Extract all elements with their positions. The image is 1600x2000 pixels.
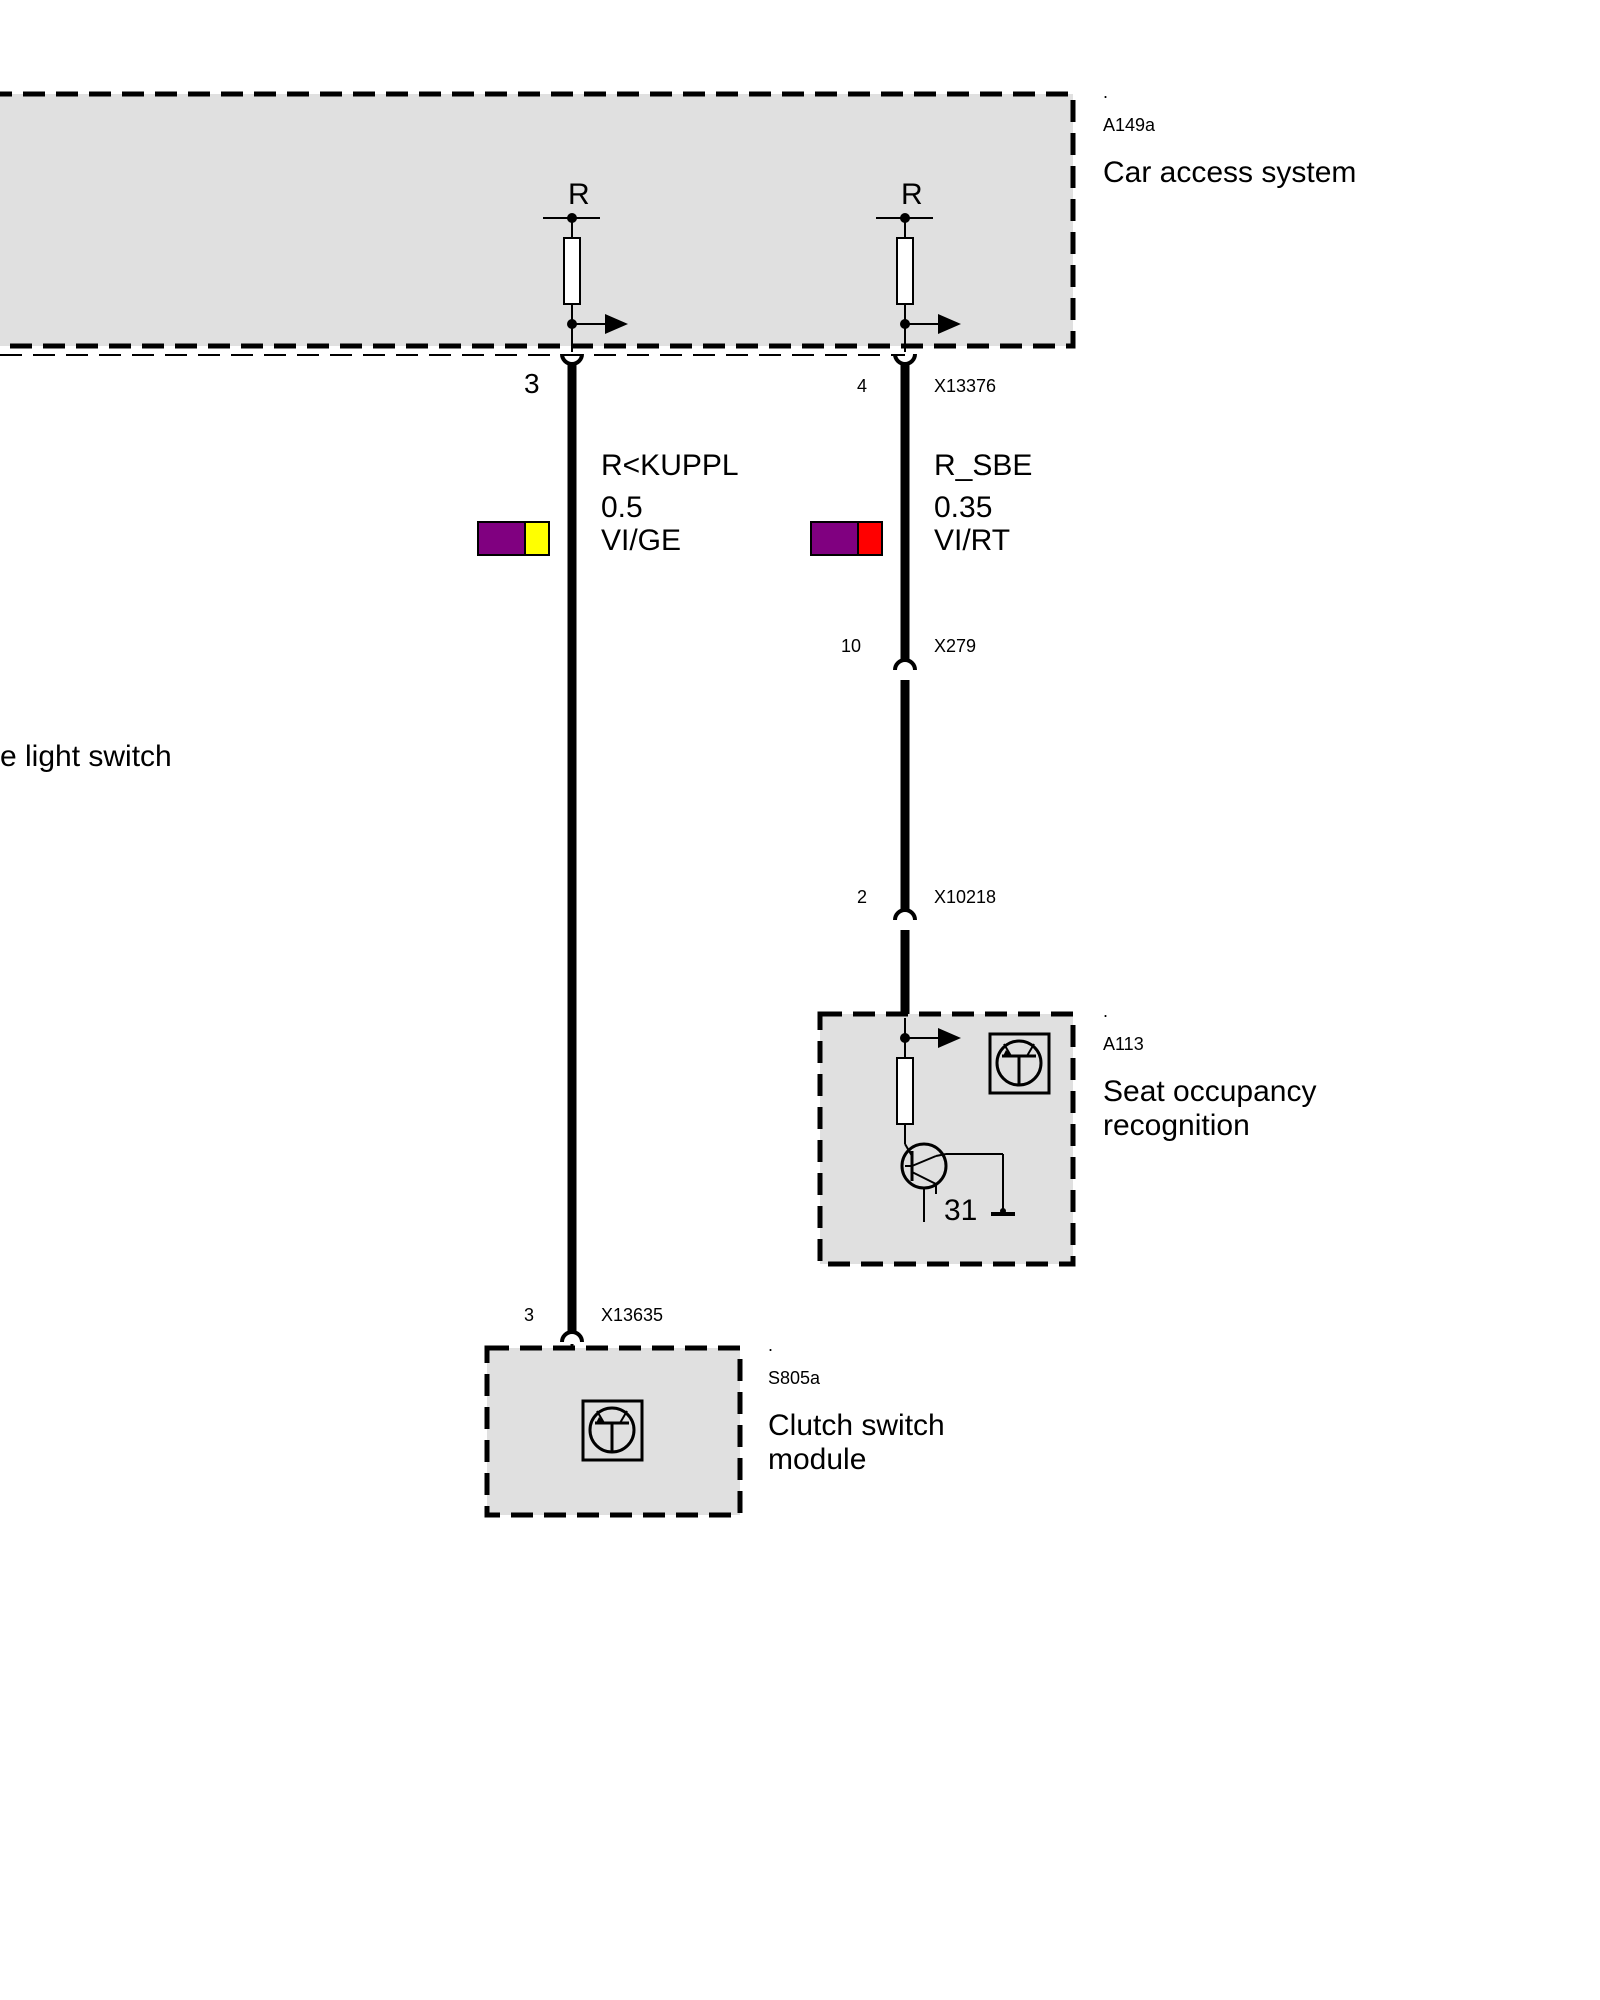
component-s805a: . S805a Clutch switch module [484, 1335, 945, 1518]
s805a-name-line2: module [768, 1443, 866, 1476]
a113-resistor [896, 1057, 914, 1125]
right-swatch-secondary [857, 521, 883, 556]
connector-x279-symbol [893, 658, 917, 671]
right-color-swatch [810, 521, 883, 556]
a113-arrow [938, 1028, 961, 1048]
connector-x13376-label: X13376 [934, 376, 996, 396]
a149a-name: Car access system [1103, 156, 1356, 189]
component-a149a: . A149a Car access system R R [0, 82, 1356, 356]
connector-x279-label: X279 [934, 636, 976, 656]
a149a-box [0, 91, 1076, 349]
connector-x10218-label: X10218 [934, 887, 996, 907]
left-top-pin: 3 [524, 368, 540, 399]
right-cross-section: 0.35 [934, 491, 992, 524]
a113-name-line1: Seat occupancy [1103, 1075, 1316, 1108]
a113-transistor-icon [900, 1142, 1004, 1222]
a149a-left-arrow [605, 314, 628, 334]
a113-code: A113 [1103, 1034, 1144, 1054]
left-bottom-pin: 3 [524, 1305, 534, 1325]
component-a113: 31 . A113 Seat occupancy recognition [817, 1001, 1316, 1267]
right-color-code: VI/RT [934, 524, 1010, 557]
right-swatch-primary [810, 521, 859, 556]
left-swatch-secondary [524, 521, 550, 556]
s805a-name-line1: Clutch switch [768, 1409, 945, 1442]
s805a-electronic-symbol-icon [581, 1399, 644, 1462]
wire-r-sbe: 4 X13376 R_SBE 0.35 VI/RT 10 X279 2 X102… [810, 353, 1032, 1018]
connector-x13635-label: X13635 [601, 1305, 663, 1325]
a149a-right-resistor [896, 237, 914, 305]
connector-x10218-symbol [893, 908, 917, 921]
a149a-left-pin-label: R [568, 178, 590, 211]
a149a-dot: . [1103, 82, 1108, 102]
a113-electronic-symbol-icon [988, 1032, 1051, 1095]
right-signal-name: R_SBE [934, 449, 1032, 482]
a149a-left-pullup: R [543, 178, 628, 352]
right-top-pin: 4 [857, 376, 867, 396]
a149a-left-resistor [563, 237, 581, 305]
a113-dot: . [1103, 1001, 1108, 1021]
s805a-dot: . [768, 1335, 773, 1355]
a113-ground-label: 31 [944, 1194, 977, 1227]
wire-r-kuppl: 3 R<KUPPL 0.5 VI/GE 3 X13635 [477, 353, 739, 1352]
right-mid-pin: 10 [841, 636, 861, 656]
ground-icon [991, 1208, 1015, 1216]
a113-name-line2: recognition [1103, 1109, 1250, 1142]
a149a-right-pullup: R [876, 178, 961, 352]
left-color-code: VI/GE [601, 524, 681, 557]
connector-x13635-symbol [560, 1330, 584, 1343]
left-swatch-primary [477, 521, 526, 556]
left-color-swatch [477, 521, 550, 556]
brake-light-switch-label: e light switch [0, 740, 172, 773]
a149a-code: A149a [1103, 115, 1156, 135]
a149a-right-pin-label: R [901, 178, 923, 211]
a149a-right-arrow [938, 314, 961, 334]
right-low-pin: 2 [857, 887, 867, 907]
left-cross-section: 0.5 [601, 491, 643, 524]
s805a-code: S805a [768, 1368, 821, 1388]
left-signal-name: R<KUPPL [601, 449, 739, 482]
